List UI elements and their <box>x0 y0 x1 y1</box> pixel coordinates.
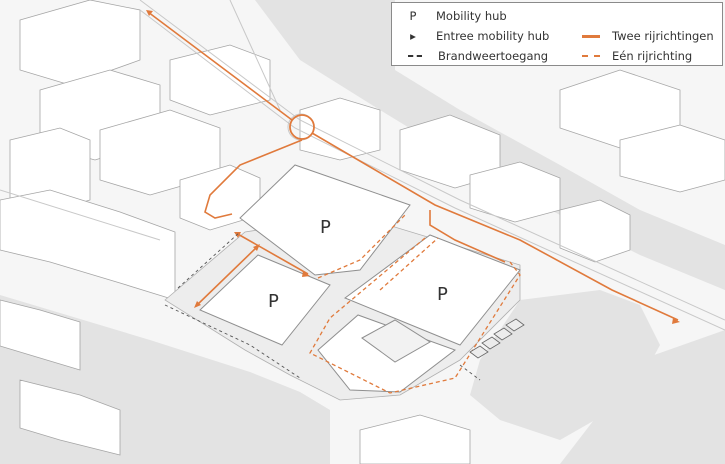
one-way-routes <box>309 214 521 394</box>
parking-label-west: P <box>268 291 279 312</box>
dashed-black-line-icon <box>408 55 422 57</box>
hub-roof-east <box>400 262 478 320</box>
solid-orange-line-icon <box>582 34 600 38</box>
dashed-orange-line-icon <box>582 55 600 57</box>
parking-icon: P <box>409 9 417 23</box>
hub-roof-west <box>240 275 305 320</box>
legend-item-mobility-hub: P Mobility hub <box>400 9 507 23</box>
roundabout <box>289 114 315 140</box>
legend-item-two-way: Twee rijrichtingen <box>576 29 714 43</box>
map-legend: P Mobility hub ▸ Entree mobility hub Bra… <box>391 2 723 66</box>
route-arrows <box>146 10 680 324</box>
water-bottom-right <box>560 330 725 464</box>
courtyard <box>361 319 431 363</box>
road-network <box>0 0 725 331</box>
entrance-arrow-icon: ▸ <box>410 29 416 43</box>
legend-item-fire-access: Brandweertoegang <box>400 49 548 63</box>
hub-roof-north <box>290 196 372 250</box>
parking-label-east: P <box>437 284 448 305</box>
quay-slots <box>469 318 525 359</box>
hub-buildings <box>199 164 521 393</box>
legend-label: Eén rijrichting <box>612 49 693 63</box>
parking-label-north: P <box>320 217 331 238</box>
legend-label: Twee rijrichtingen <box>612 29 714 43</box>
legend-label: Mobility hub <box>436 9 507 23</box>
route-west-entry <box>195 245 259 307</box>
route-roundabout-loop <box>204 139 303 219</box>
route-east-ramp <box>429 210 506 263</box>
route-main-road <box>147 11 679 321</box>
legend-item-one-way: Eén rijrichting <box>576 49 692 63</box>
two-way-routes <box>147 11 679 321</box>
route-north-entry <box>235 232 309 275</box>
legend-item-entrance: ▸ Entree mobility hub <box>400 29 549 43</box>
legend-label: Brandweertoegang <box>438 49 549 63</box>
legend-label: Entree mobility hub <box>436 29 550 43</box>
fire-access-routes <box>164 231 481 381</box>
